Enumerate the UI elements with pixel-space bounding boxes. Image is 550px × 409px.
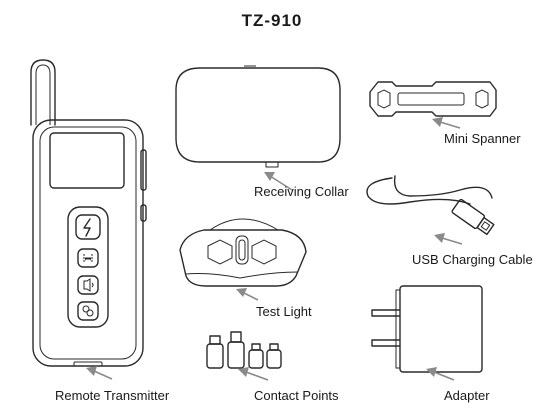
svg-text:ꟷ: ꟷ xyxy=(85,255,92,264)
diagram-title: TZ-910 xyxy=(242,11,303,30)
lightning-icon xyxy=(75,214,101,240)
arrow-contact-points xyxy=(238,367,269,381)
arrow-collar xyxy=(264,172,293,191)
vibration-icon: ꟷ xyxy=(77,248,99,268)
label-test-light: Test Light xyxy=(256,304,312,319)
arrow-remote-transmitter xyxy=(86,366,113,380)
label-adapter: Adapter xyxy=(444,388,490,403)
arrow-adapter xyxy=(426,367,455,381)
label-mini-spanner: Mini Spanner xyxy=(444,131,521,146)
label-contact-points: Contact Points xyxy=(254,388,339,403)
mode-icon xyxy=(77,301,99,321)
test-light-illustration xyxy=(179,218,307,287)
adapter-illustration xyxy=(371,285,483,373)
label-usb-charging-cable: USB Charging Cable xyxy=(412,252,533,267)
tone-icon xyxy=(77,275,99,295)
mini-spanner-illustration xyxy=(369,81,497,117)
contact-points-illustration xyxy=(206,331,282,369)
arrow-test-light xyxy=(236,288,259,301)
label-receiving-collar: Receiving Collar xyxy=(254,184,349,199)
label-remote-transmitter: Remote Transmitter xyxy=(55,388,170,403)
arrow-usb-cable xyxy=(434,233,463,245)
usb-charging-cable-illustration xyxy=(366,175,495,236)
remote-transmitter-illustration: ꟷ xyxy=(30,59,147,367)
arrow-spanner xyxy=(432,117,461,129)
receiving-collar-illustration xyxy=(175,65,341,168)
